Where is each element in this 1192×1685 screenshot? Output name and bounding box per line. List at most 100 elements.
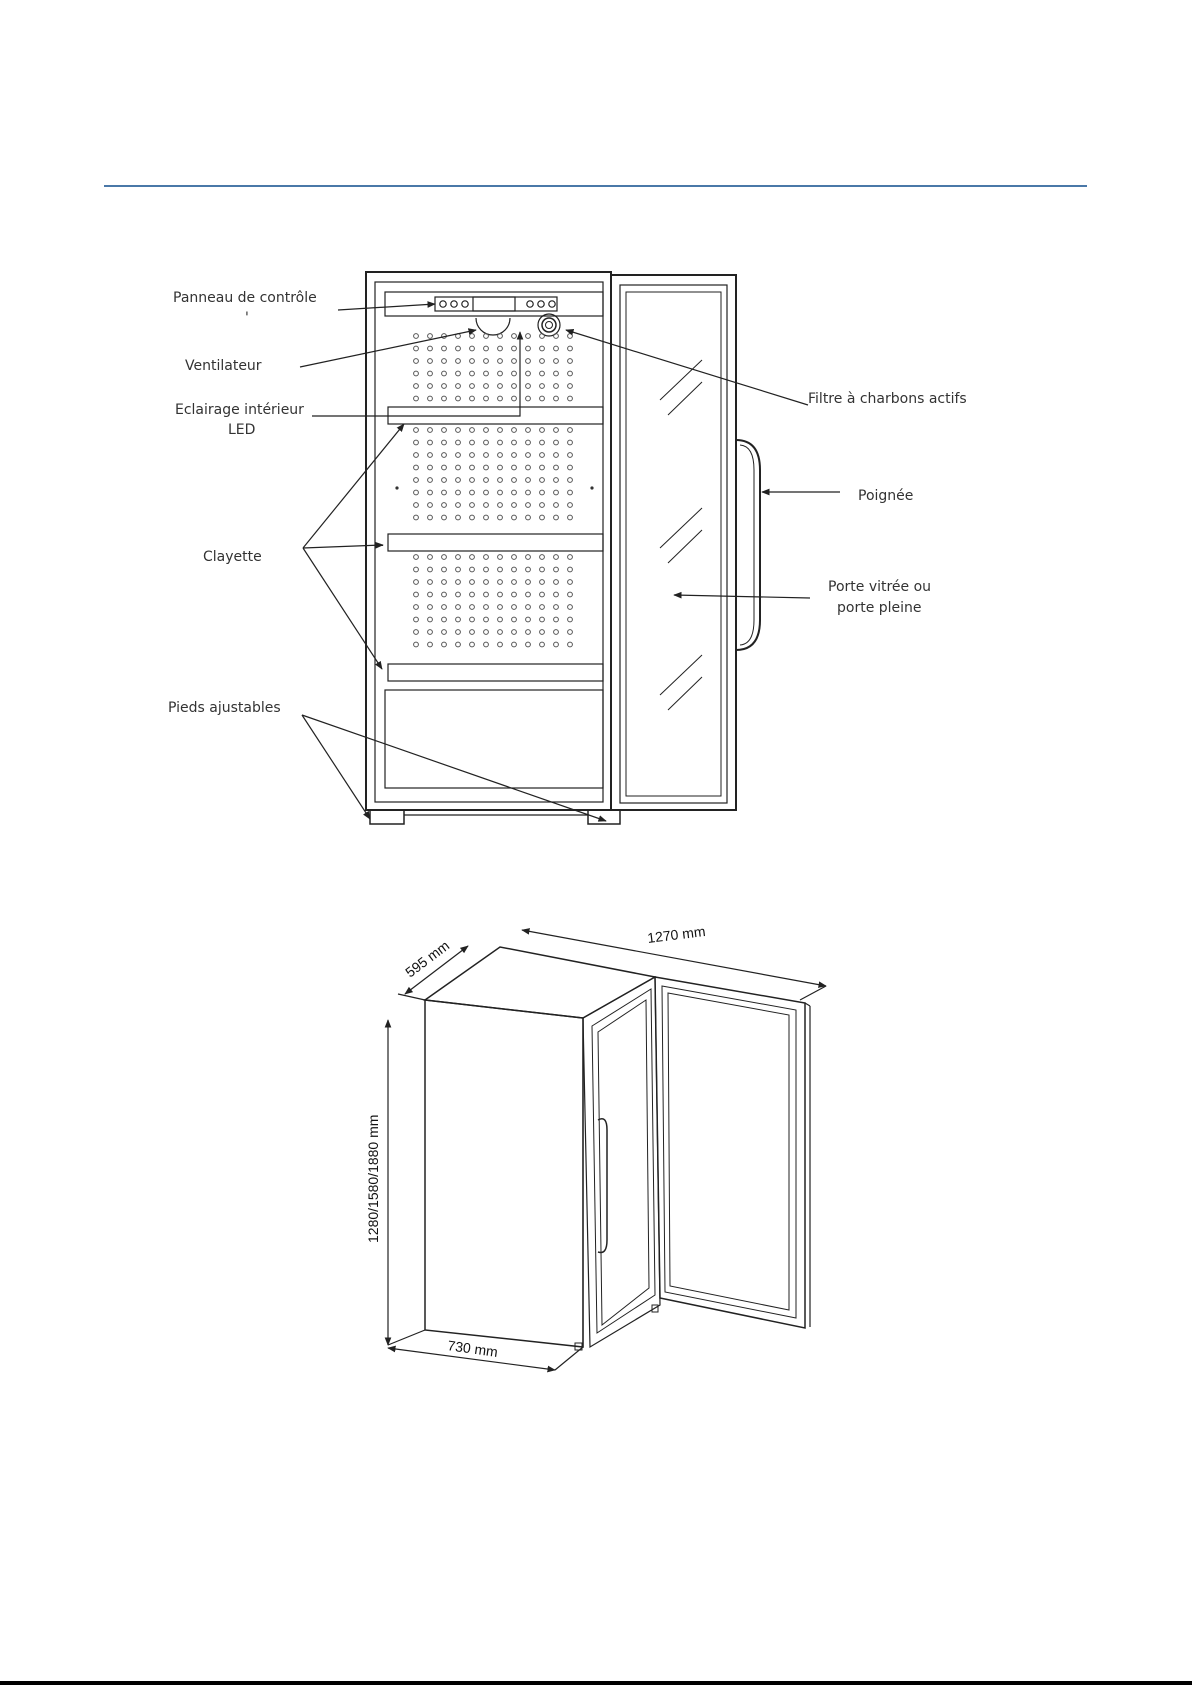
perforation-dot <box>498 503 503 508</box>
perforation-dot <box>470 465 475 470</box>
perforation-dot <box>526 503 531 508</box>
perforation-dot <box>414 605 419 610</box>
perforation-dot <box>442 592 447 597</box>
perforation-dot <box>484 567 489 572</box>
perforation-dot <box>526 428 531 433</box>
perforation-dot <box>414 490 419 495</box>
perforation-dot <box>456 515 461 520</box>
perforation-dot <box>456 580 461 585</box>
perforation-dot <box>456 617 461 622</box>
perforation-dot <box>498 334 503 339</box>
perforation-dot <box>470 642 475 647</box>
fan-icon <box>476 318 510 335</box>
label-led-line1: Eclairage intérieur <box>175 402 304 418</box>
perforation-dot <box>414 371 419 376</box>
dim-depth: 595 mm <box>402 937 452 980</box>
perforation-dot <box>526 490 531 495</box>
perforation-dot <box>554 503 559 508</box>
perforation-dot <box>554 334 559 339</box>
perforation-dot <box>442 396 447 401</box>
perforation-dot <box>512 490 517 495</box>
perforation-dot <box>526 453 531 458</box>
perforation-dot <box>456 453 461 458</box>
perforation-dot <box>526 384 531 389</box>
perforation-dot <box>554 465 559 470</box>
perforation-dot <box>470 555 475 560</box>
perforation-dot <box>512 592 517 597</box>
perforation-dot <box>414 334 419 339</box>
perforation-dot <box>540 465 545 470</box>
perforation-dot <box>554 580 559 585</box>
perforation-dot <box>568 630 573 635</box>
perforation-dot <box>428 617 433 622</box>
perforation-dot <box>470 371 475 376</box>
perforation-dot <box>428 592 433 597</box>
perforation-dot <box>470 334 475 339</box>
shelf-3 <box>388 664 603 681</box>
label-door-line2: porte pleine <box>837 600 922 616</box>
perforation-dot <box>540 503 545 508</box>
perforation-dot <box>470 359 475 364</box>
perforation-dot <box>568 515 573 520</box>
label-led-line2: LED <box>228 422 255 438</box>
perforation-dot <box>498 630 503 635</box>
perforation-dot <box>568 428 573 433</box>
perforation-dot <box>456 555 461 560</box>
perforation-dot <box>540 384 545 389</box>
perforation-dot <box>568 490 573 495</box>
perforation-dot <box>512 567 517 572</box>
perforation-dot <box>540 555 545 560</box>
perforation-dot <box>540 371 545 376</box>
perforation-dot <box>414 592 419 597</box>
perforation-dot <box>456 592 461 597</box>
perforation-dot <box>456 346 461 351</box>
perforation-dot <box>554 642 559 647</box>
perforation-dot <box>512 642 517 647</box>
glass-door <box>611 275 760 810</box>
perforation-dot <box>442 555 447 560</box>
perforation-dot <box>568 465 573 470</box>
perforation-dot <box>512 465 517 470</box>
perforation-dot <box>554 592 559 597</box>
perforation-dot <box>484 515 489 520</box>
perforation-dot <box>498 515 503 520</box>
isometric-view <box>425 947 810 1350</box>
perforation-dot <box>470 617 475 622</box>
perforation-dot <box>484 359 489 364</box>
perforation-dot <box>540 359 545 364</box>
perforation-dot <box>526 465 531 470</box>
perforation-dots <box>414 334 573 647</box>
perforation-dot <box>498 490 503 495</box>
perforation-dot <box>428 428 433 433</box>
perforation-dot <box>568 617 573 622</box>
perforation-dot <box>456 440 461 445</box>
perforation-dot <box>512 428 517 433</box>
perforation-dot <box>540 478 545 483</box>
perforation-dot <box>540 346 545 351</box>
perforation-dot <box>554 630 559 635</box>
perforation-dot <box>568 592 573 597</box>
perforation-dot <box>456 567 461 572</box>
label-carbon-filter: Filtre à charbons actifs <box>808 391 967 407</box>
perforation-dot <box>540 490 545 495</box>
perforation-dot <box>512 515 517 520</box>
perforation-dot <box>428 567 433 572</box>
perforation-dot <box>554 617 559 622</box>
perforation-dot <box>512 453 517 458</box>
perforation-dot <box>498 478 503 483</box>
perforation-dot <box>568 478 573 483</box>
label-handle: Poignée <box>858 488 913 504</box>
perforation-dot <box>456 371 461 376</box>
perforation-dot <box>554 371 559 376</box>
perforation-dot <box>442 478 447 483</box>
label-control-panel: Panneau de contrôle <box>173 290 317 306</box>
perforation-dot <box>540 334 545 339</box>
perforation-dot <box>456 428 461 433</box>
perforation-dot <box>456 465 461 470</box>
perforation-dot <box>540 396 545 401</box>
perforation-dot <box>540 567 545 572</box>
perforation-dot <box>554 478 559 483</box>
perforation-dot <box>428 555 433 560</box>
perforation-dot <box>498 453 503 458</box>
